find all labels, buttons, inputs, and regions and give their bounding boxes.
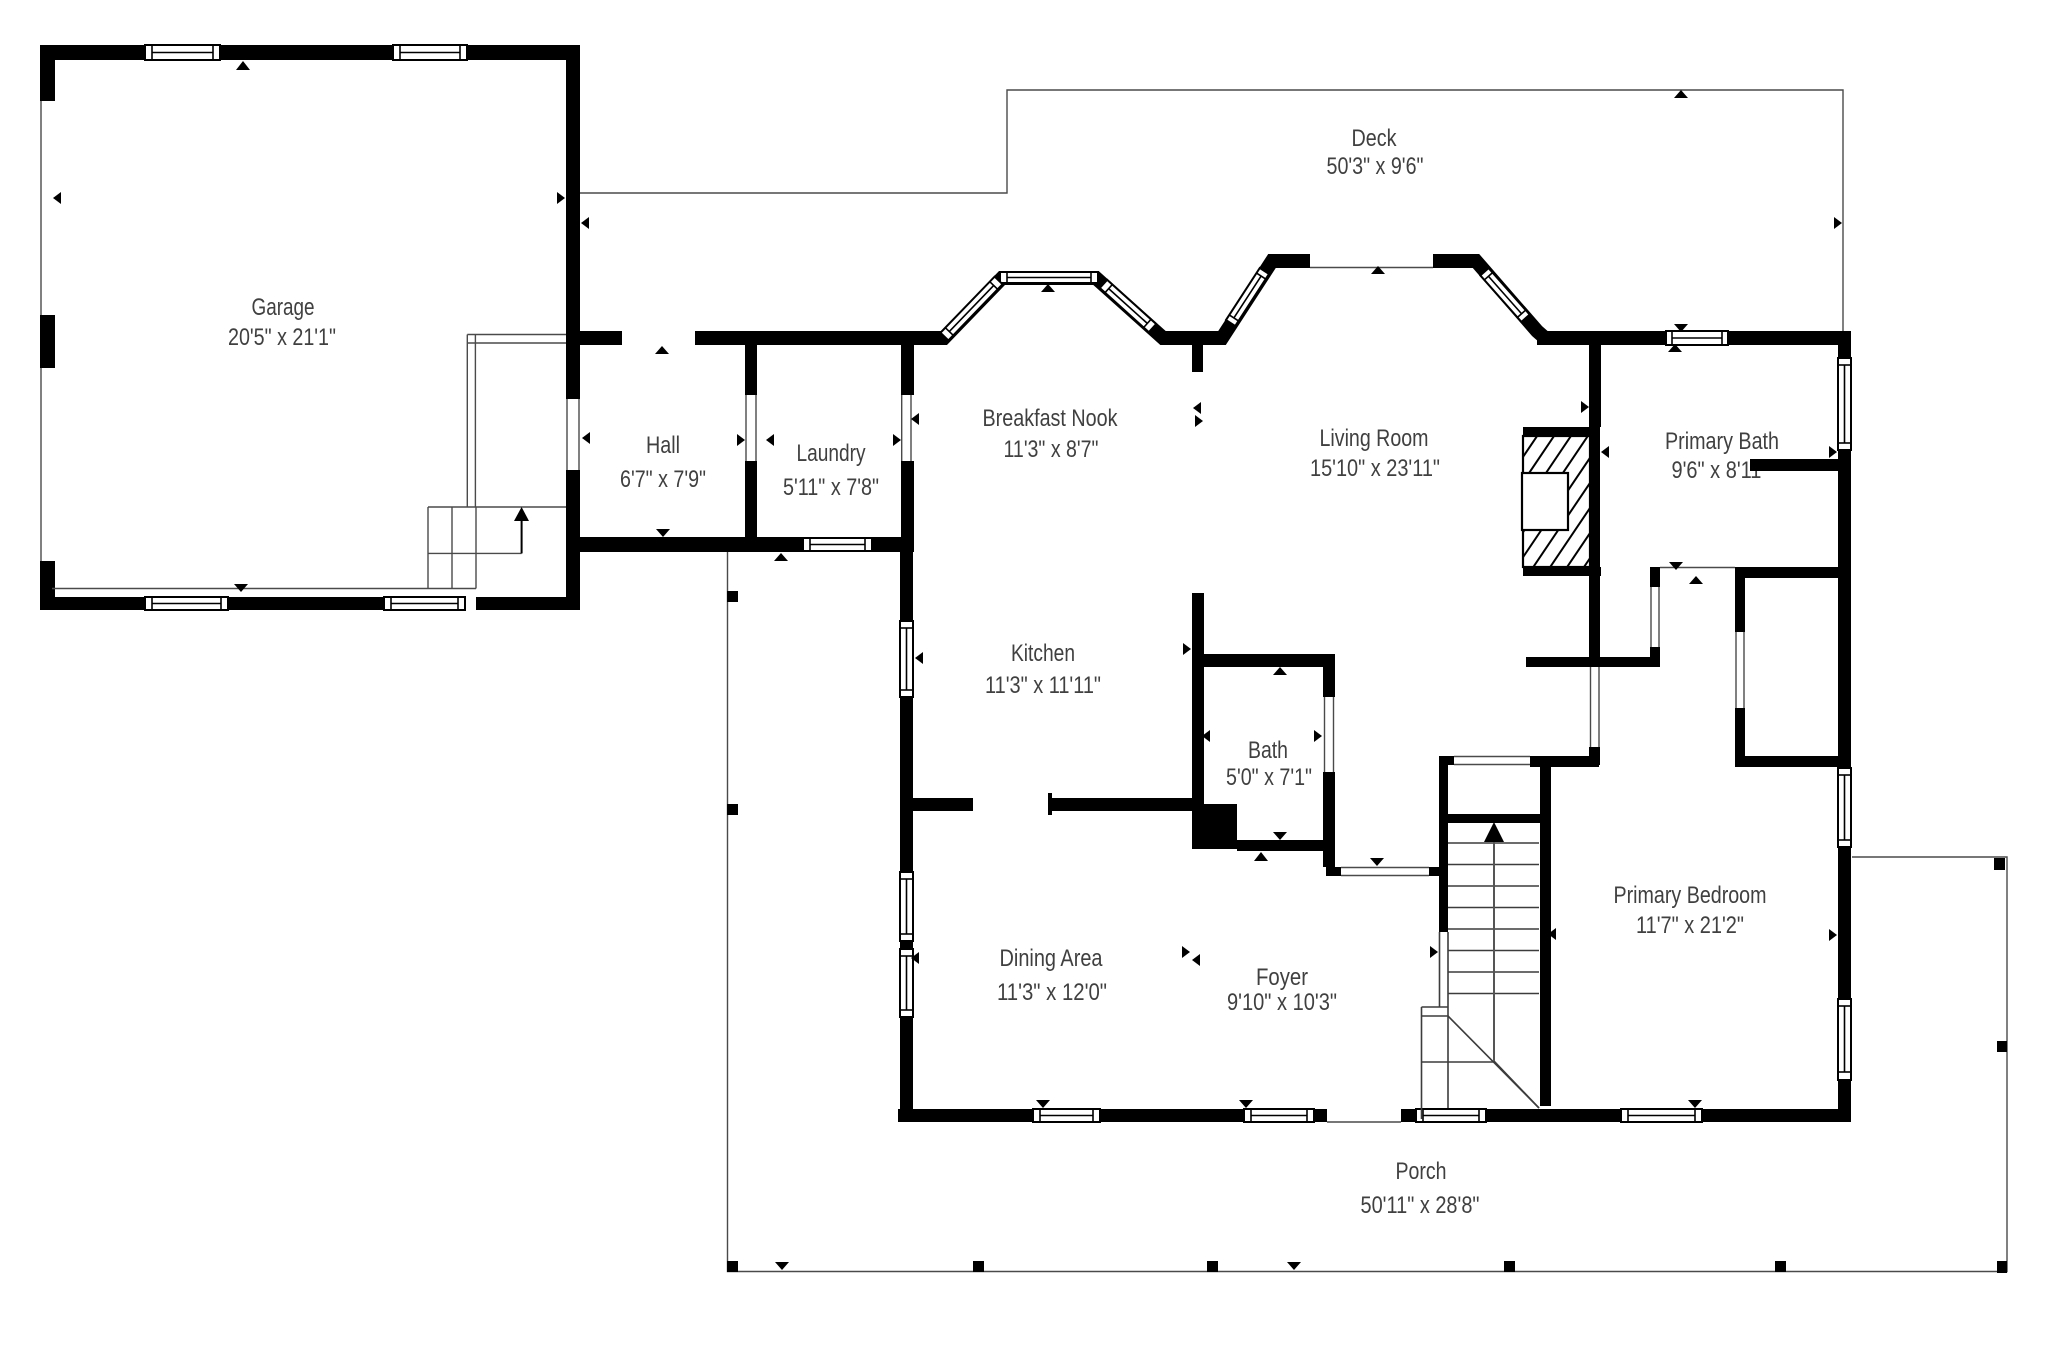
svg-text:Primary Bath: Primary Bath <box>1665 428 1779 455</box>
svg-text:6'7" x 7'9": 6'7" x 7'9" <box>620 466 706 493</box>
svg-text:Porch: Porch <box>1396 1158 1447 1185</box>
svg-text:Hall: Hall <box>646 432 680 459</box>
svg-text:Laundry: Laundry <box>797 440 866 467</box>
svg-text:Dining Area: Dining Area <box>1000 945 1104 972</box>
svg-text:50'11" x 28'8": 50'11" x 28'8" <box>1361 1192 1480 1219</box>
svg-text:11'7" x 21'2": 11'7" x 21'2" <box>1636 912 1744 939</box>
svg-text:9'10" x 10'3": 9'10" x 10'3" <box>1227 989 1337 1016</box>
svg-text:11'3" x 11'11": 11'3" x 11'11" <box>985 672 1101 699</box>
svg-text:50'3" x 9'6": 50'3" x 9'6" <box>1327 153 1424 180</box>
svg-text:Primary Bedroom: Primary Bedroom <box>1614 882 1767 909</box>
svg-text:20'5" x 21'1": 20'5" x 21'1" <box>228 324 336 351</box>
svg-text:11'3" x 12'0": 11'3" x 12'0" <box>997 979 1107 1006</box>
svg-text:11'3" x 8'7": 11'3" x 8'7" <box>1004 436 1099 463</box>
svg-text:Bath: Bath <box>1248 737 1288 764</box>
svg-text:Deck: Deck <box>1352 125 1398 152</box>
svg-text:Garage: Garage <box>252 294 315 321</box>
svg-text:15'10" x 23'11": 15'10" x 23'11" <box>1310 455 1440 482</box>
svg-text:Living Room: Living Room <box>1320 425 1429 452</box>
svg-text:5'0" x 7'1": 5'0" x 7'1" <box>1226 764 1312 791</box>
svg-text:Foyer: Foyer <box>1256 964 1308 991</box>
svg-text:5'11" x 7'8": 5'11" x 7'8" <box>783 474 879 501</box>
svg-text:Kitchen: Kitchen <box>1011 640 1075 667</box>
svg-text:Breakfast Nook: Breakfast Nook <box>983 405 1119 432</box>
